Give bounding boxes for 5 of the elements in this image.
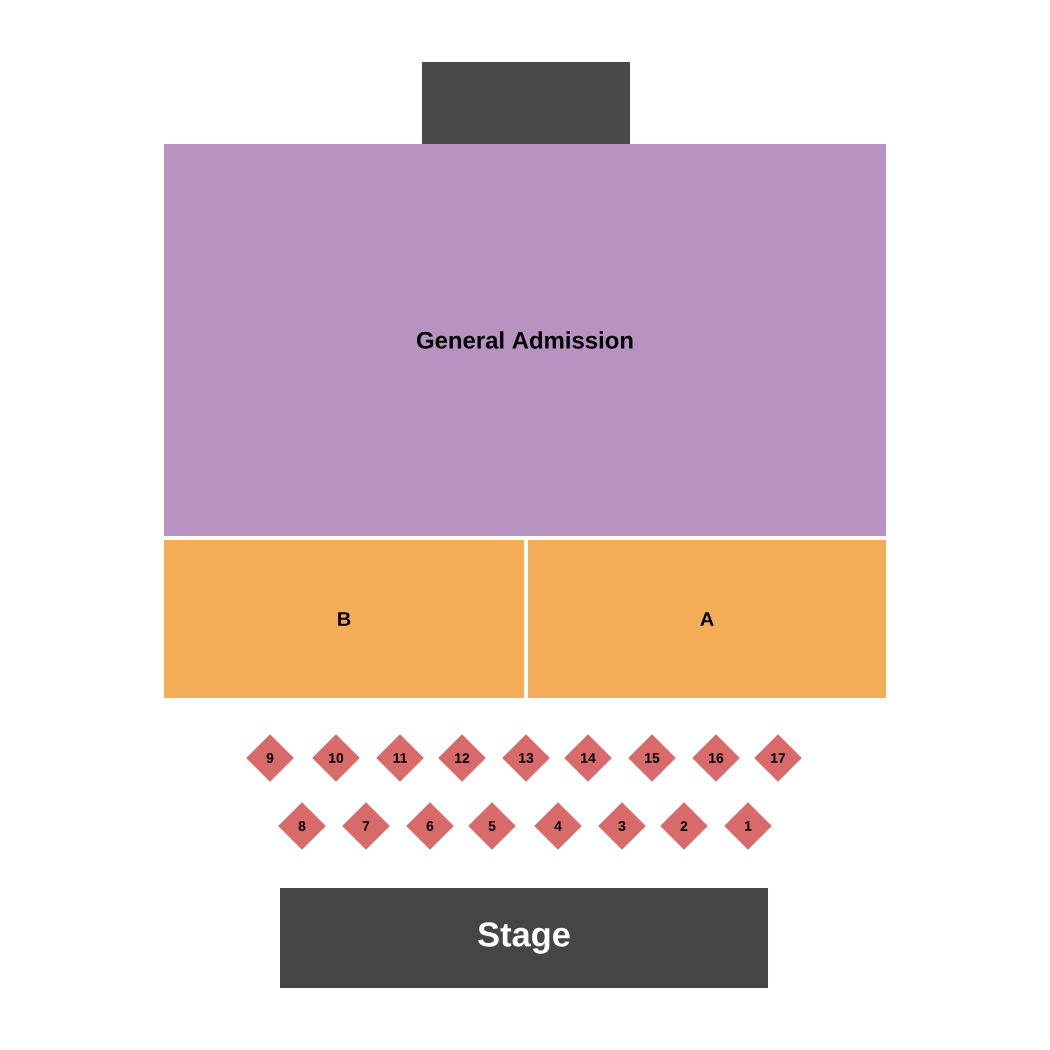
stage-block: Stage <box>280 888 768 988</box>
seating-section: B <box>164 540 524 698</box>
seating-section: General Admission <box>164 144 886 536</box>
seating-section: A <box>528 540 886 698</box>
dark-block <box>422 62 630 144</box>
